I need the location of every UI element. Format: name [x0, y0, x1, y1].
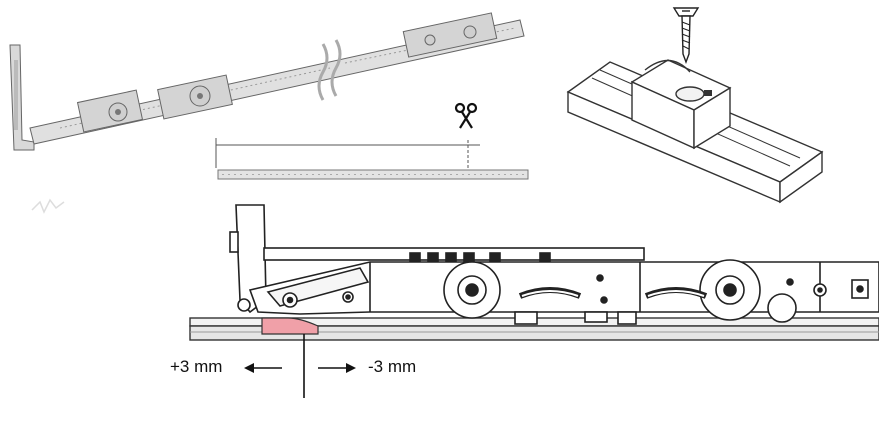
adjust-minus-label: -3 mm [368, 357, 417, 376]
mounting-block-drawing [566, 59, 824, 204]
cut-length-detail [215, 138, 529, 180]
scissors-icon [454, 102, 478, 129]
break-mark [317, 43, 329, 101]
carriage-assembly [229, 204, 879, 325]
arrow-left-head [244, 363, 254, 373]
arrow-right-head [346, 363, 356, 373]
small-wheel [767, 293, 797, 323]
faint-mark [31, 198, 65, 214]
adjustment-indicator [244, 334, 356, 398]
long-diagonal-bar [29, 19, 525, 145]
fitting-rail-drawing [9, 12, 525, 151]
corner-bracket [9, 44, 35, 151]
adjustable-end-stop [261, 317, 319, 335]
adjust-plus-label: +3 mm [170, 357, 223, 376]
screw-hole [675, 86, 705, 102]
carriage-block-3 [402, 12, 498, 58]
screw-icon [672, 7, 700, 64]
